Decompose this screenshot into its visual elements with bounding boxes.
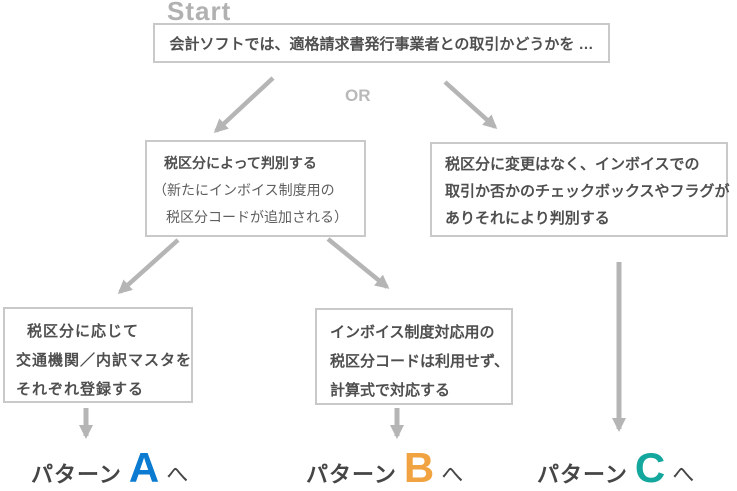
node-leaf-b-line1: インボイス制度対応用の: [330, 324, 495, 341]
pattern-b-label: パターン B へ: [306, 444, 463, 491]
pattern-a-label: パターン A へ: [31, 444, 188, 491]
node-branch-right: 税区分に変更はなく、インボイスでの 取引か否かのチェックボックスやフラグが あり…: [430, 142, 730, 237]
node-branch-right-line1: 税区分に変更はなく、インボイスでの: [445, 156, 700, 173]
node-leaf-b-line3: 計算式で対応する: [330, 382, 451, 399]
node-leaf-a-line3: それぞれ登録する: [16, 381, 145, 398]
arrow-root-to-branch-left: [213, 76, 275, 134]
node-root: 会計ソフトでは、適格請求書発行事業者との取引かどうかを …: [153, 23, 610, 63]
pattern-c-prefix: パターン: [537, 462, 628, 487]
pattern-b-prefix: パターン: [306, 462, 397, 487]
pattern-a-suffix: へ: [166, 462, 189, 487]
node-branch-left-line3: 税区分コードが追加される）: [166, 209, 348, 225]
node-leaf-a: 税区分に応じて 交通機関／内訳マスタを それぞれ登録する: [3, 307, 193, 403]
node-branch-left-line1: 税区分によって判別する: [164, 155, 317, 171]
node-leaf-a-line2: 交通機関／内訳マスタを: [16, 352, 193, 369]
or-label: OR: [345, 86, 371, 105]
pattern-c-letter: C: [634, 444, 666, 491]
pattern-c-label: パターン C へ: [537, 444, 694, 491]
pattern-a-prefix: パターン: [31, 462, 122, 487]
node-leaf-b-line2: 税区分コードは利用せず、: [330, 353, 509, 370]
pattern-a-letter: A: [128, 444, 160, 491]
pattern-b-suffix: へ: [441, 462, 464, 487]
pattern-c-suffix: へ: [672, 462, 695, 487]
node-branch-left: 税区分によって判別する （新たにインボイス制度用の 税区分コードが追加される）: [145, 140, 366, 237]
pattern-b-letter: B: [403, 444, 435, 491]
node-branch-right-line3: ありそれにより判別する: [445, 210, 610, 227]
node-branch-left-line2: （新たにインボイス制度用の: [153, 182, 335, 198]
node-branch-right-line2: 取引か否かのチェックボックスやフラグが: [445, 183, 730, 200]
node-root-text: 会計ソフトでは、適格請求書発行事業者との取引かどうかを …: [169, 35, 594, 53]
node-leaf-a-line1: 税区分に応じて: [27, 323, 140, 340]
start-label: Start: [167, 0, 232, 26]
arrow-branch-left-to-leaf-b: [326, 237, 390, 289]
node-leaf-b: インボイス制度対応用の 税区分コードは利用せず、 計算式で対応する: [315, 308, 513, 405]
arrow-branch-left-to-leaf-a: [117, 238, 180, 295]
arrow-root-to-branch-right: [443, 80, 498, 130]
